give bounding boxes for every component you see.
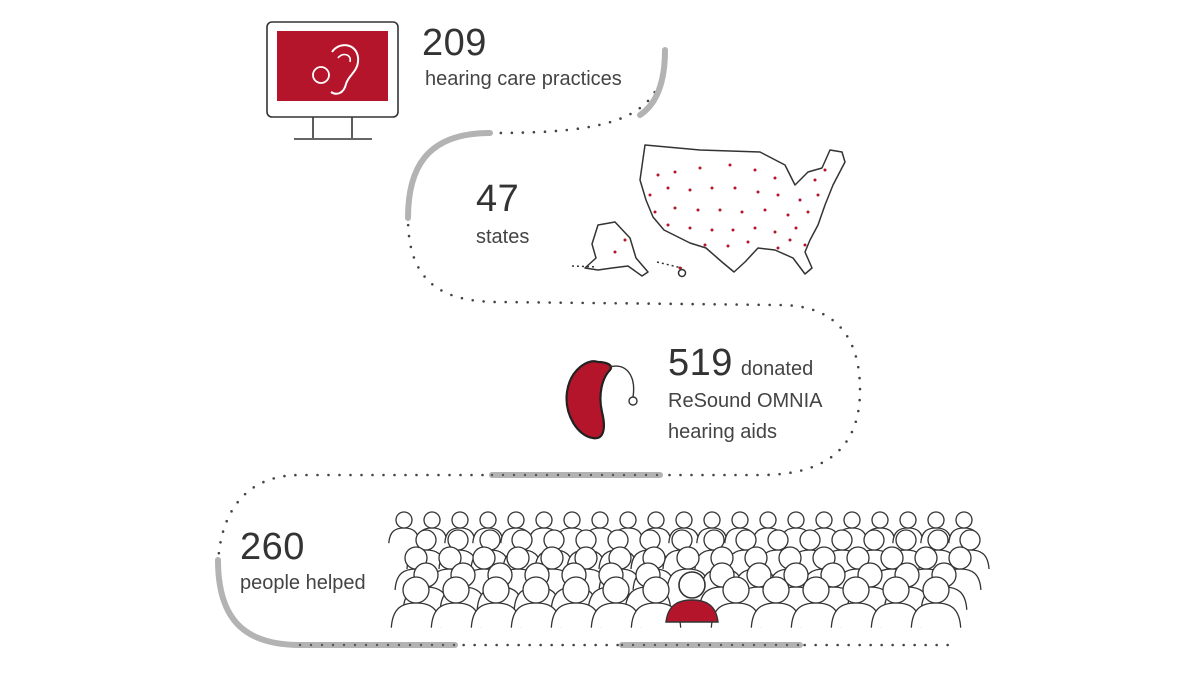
hearing-aids-label-3: hearing aids <box>668 420 777 443</box>
person-icon <box>470 576 522 628</box>
crowd-icon <box>388 511 990 628</box>
states-number: 47 <box>476 178 520 220</box>
practices-label: hearing care practices <box>425 67 622 90</box>
stat-hearing-aids: 519 donated ReSound OMNIA hearing aids <box>668 342 823 444</box>
people-label: people helped <box>240 571 366 594</box>
hearing-aids-label-2: ReSound OMNIA <box>668 389 823 412</box>
practices-number: 209 <box>422 22 487 64</box>
person-icon <box>790 576 842 628</box>
person-icon <box>388 511 420 544</box>
highlighted-person-icon <box>665 571 719 623</box>
map-location-dots <box>613 163 827 270</box>
stat-practices: 209 hearing care practices <box>422 22 622 91</box>
states-label: states <box>476 225 530 248</box>
person-icon <box>750 576 802 628</box>
person-icon <box>390 576 442 628</box>
stat-states: 47 states <box>476 178 529 249</box>
person-icon <box>830 576 882 628</box>
hearing-aid-icon <box>565 360 638 440</box>
person-icon <box>550 576 602 628</box>
usa-map-icon <box>571 144 846 278</box>
stat-people: 260 people helped <box>240 526 366 595</box>
person-icon <box>870 576 922 628</box>
hearing-aids-number: 519 <box>668 342 733 384</box>
person-icon <box>510 576 562 628</box>
person-icon <box>910 576 962 628</box>
winding-path <box>215 47 957 648</box>
monitor-ear-icon <box>266 21 399 140</box>
people-number: 260 <box>240 526 305 568</box>
hearing-aids-label-1: donated <box>740 358 814 380</box>
person-icon <box>590 576 642 628</box>
